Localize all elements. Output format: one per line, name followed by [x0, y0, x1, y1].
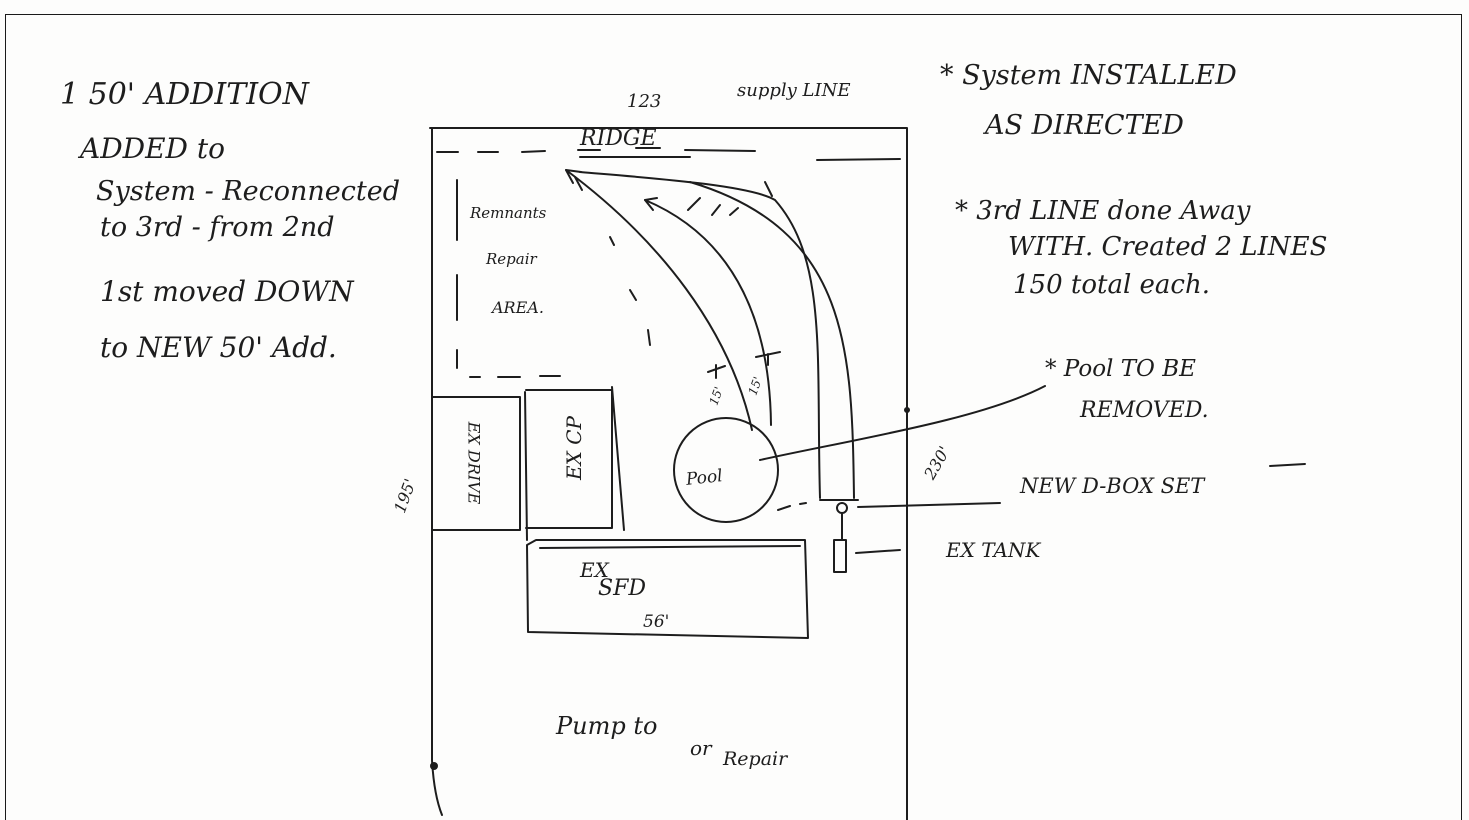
drive-edge [524, 391, 528, 541]
note-left-6: to NEW 50' Add. [100, 331, 337, 364]
remnants-label: Remnants [470, 204, 547, 222]
note-left-5: 1st moved DOWN [100, 275, 354, 308]
ex-tank [833, 539, 847, 573]
note-left-3: System - Reconnected [96, 176, 401, 207]
pool-circle [673, 417, 779, 523]
pool-note-1: * Pool TO BE [1045, 356, 1196, 382]
repair-area-outline [456, 176, 651, 378]
note-left-1: 1 50' ADDITION [60, 77, 309, 112]
pump-to-label: Pump to [556, 712, 658, 740]
note-right-4: WITH. Created 2 LINES [1008, 232, 1328, 262]
ex-sfd-outline [526, 539, 809, 639]
drawing-frame [5, 14, 1462, 820]
boundary-marker [904, 407, 910, 413]
note-right-3: * 3rd LINE done Away [955, 196, 1251, 226]
ex-tank-label: EX TANK [946, 538, 1041, 562]
pool-leader [759, 385, 1046, 461]
note-right-1: * System INSTALLED [940, 60, 1237, 91]
dim-house-label: 56' [643, 612, 670, 632]
ridge-line [436, 147, 901, 161]
d-box-leader [857, 502, 1001, 508]
ex-drive-label: EX DRIVE [464, 421, 484, 505]
ex-cp-label: EX CP [561, 416, 586, 480]
ex-cp-outline [525, 389, 613, 529]
arrow-heads [565, 169, 658, 211]
tank-leader [855, 549, 901, 554]
note-right-2: AS DIRECTED [985, 110, 1184, 141]
house-inner-line [539, 545, 801, 549]
lateral-ticks [687, 181, 781, 379]
dim-top-label: 123 [627, 91, 662, 112]
pool-label: Pool [685, 466, 724, 490]
ex-drive-outline [432, 396, 521, 531]
pump-repair-label: Repair [723, 748, 788, 770]
note-right-5: 150 total each. [1013, 270, 1210, 300]
lateral-3 [689, 181, 855, 499]
repair-label: Repair [486, 250, 537, 268]
ex-sfd-label-2: SFD [598, 576, 646, 601]
note-left-2: ADDED to [80, 132, 226, 165]
ridge-label: RIDGE [580, 126, 657, 151]
area-label: AREA. [492, 298, 544, 317]
ex-sfd-label-1: EX [580, 558, 609, 582]
boundary-marker [430, 762, 438, 770]
new-dbox-label: NEW D-BOX SET [1020, 474, 1205, 498]
lateral-3-inner [579, 171, 821, 499]
pool-to-box-dots [777, 502, 807, 511]
lot-boundary [429, 127, 908, 820]
note-left-4: to 3rd - from 2nd [100, 212, 335, 243]
supply-line-label: supply LINE [737, 80, 851, 101]
pump-or-label: or [690, 736, 712, 760]
d-box [836, 502, 848, 514]
pool-note-2: REMOVED. [1080, 398, 1209, 423]
lateral-2 [644, 199, 772, 426]
cp-edge [611, 386, 625, 531]
new-dbox-underline [1269, 463, 1306, 467]
lateral-1 [565, 169, 753, 431]
